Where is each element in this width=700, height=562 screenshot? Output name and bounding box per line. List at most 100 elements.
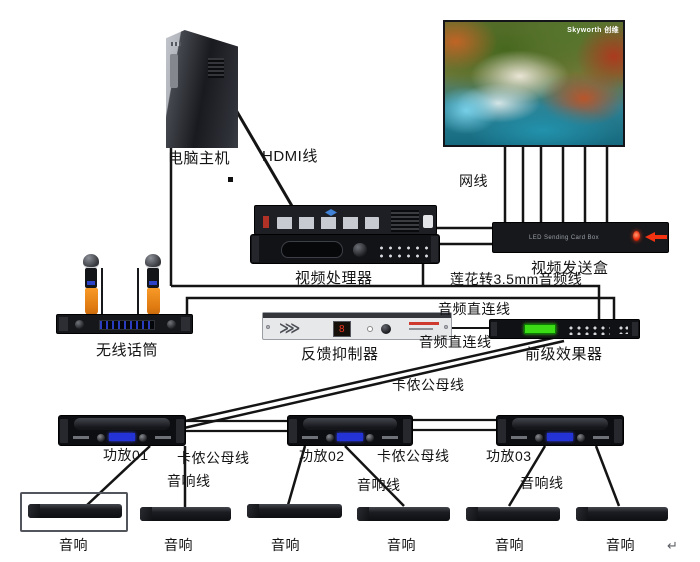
front-display <box>281 241 343 258</box>
vent-grille <box>208 58 224 78</box>
video-processor-rear <box>254 205 437 235</box>
button-pair <box>618 325 628 334</box>
rack-ear <box>403 419 411 443</box>
speaker-label: 音响 <box>606 537 635 553</box>
amp-grille <box>512 418 608 430</box>
network-cable-label: 网线 <box>459 173 488 189</box>
green-lcd <box>524 324 556 334</box>
rack-ear <box>252 236 259 262</box>
feedback-suppressor: ⋙ <box>262 312 452 340</box>
amp-tag <box>382 436 398 439</box>
speaker-label: 音响 <box>495 537 524 553</box>
antenna <box>101 268 103 315</box>
speaker-bar <box>247 504 342 518</box>
rack-ear <box>632 322 638 336</box>
feedback-suppressor-label: 反馈抑制器 <box>301 346 379 363</box>
power-buttons <box>171 42 181 46</box>
vga-ports <box>277 217 379 229</box>
antenna <box>137 268 139 315</box>
amplifier-01 <box>58 415 186 446</box>
red-print <box>409 322 439 325</box>
video-sender-box: LED Sending Card Box <box>492 222 669 253</box>
rack-ear <box>176 419 184 443</box>
rack-ear <box>614 419 622 443</box>
receiver-knob <box>167 320 176 329</box>
usb-connector <box>325 209 337 216</box>
speaker-label: 音响 <box>59 537 88 553</box>
amp-tag <box>73 436 89 439</box>
amp-knob <box>366 434 374 442</box>
amp-tag <box>302 436 318 439</box>
speaker-wire-label: 音响线 <box>357 477 401 493</box>
rack-ear <box>491 322 497 336</box>
screen-brand-logo: Skyworth 创维 <box>567 27 619 34</box>
amp-knob <box>577 434 585 442</box>
audio-direct-cable-label: 音频直连线 <box>438 301 511 317</box>
power-inlet <box>423 215 433 228</box>
mic-head <box>83 254 99 269</box>
drive-bay <box>170 54 178 88</box>
digit-display <box>333 321 351 337</box>
video-processor-front <box>250 234 440 264</box>
amp-display <box>109 433 135 441</box>
rack-ear <box>181 317 190 331</box>
amp-knob <box>97 434 105 442</box>
button-grid <box>375 242 433 259</box>
amp01-label: 功放01 <box>103 447 149 463</box>
speaker-bar <box>140 507 231 521</box>
screw <box>444 325 448 329</box>
front-knob <box>381 324 391 334</box>
network-wires <box>503 147 609 222</box>
jog-knob <box>353 243 367 257</box>
rear-vent <box>391 210 419 232</box>
amp-knob <box>535 434 543 442</box>
speaker-label: 音响 <box>271 537 300 553</box>
button-grid <box>566 324 610 335</box>
computer-label: 电脑主机 <box>168 150 231 167</box>
red-pointer-arrow <box>645 232 667 242</box>
wireless-microphone <box>82 254 100 316</box>
processor-sender-wires <box>437 226 492 246</box>
xlr-cable-label: 卡侬公母线 <box>177 450 250 466</box>
wave-logo: ⋙ <box>279 320 300 337</box>
speaker-bar <box>576 507 668 521</box>
audio-direct-cable-label: 音频直连线 <box>419 334 492 350</box>
mic-body <box>85 268 97 288</box>
speaker-bar <box>357 507 450 521</box>
effects-processor <box>489 319 640 339</box>
speaker-bar <box>28 504 122 518</box>
rca-35mm-cable-label: 莲花转3.5mm音频线 <box>450 271 583 287</box>
gray-print <box>409 328 433 330</box>
amp-grille <box>303 418 397 430</box>
led-display-screen: Skyworth 创维 <box>443 20 625 147</box>
amplifier-03 <box>496 415 624 446</box>
amp-knob <box>139 434 147 442</box>
amp-tag <box>593 436 609 439</box>
mic-body <box>147 268 159 288</box>
amp02-label: 功放02 <box>299 448 345 464</box>
speaker-label: 音响 <box>387 537 416 553</box>
amp-knob <box>326 434 334 442</box>
amp-grille <box>74 418 170 430</box>
rack-ear <box>60 419 68 443</box>
stray-dot <box>228 177 233 182</box>
front-button <box>367 326 373 332</box>
mic-grip <box>146 288 160 315</box>
speaker-bar <box>466 507 560 521</box>
amplifier-02 <box>287 415 413 446</box>
mic-grip <box>84 288 98 315</box>
wireless-mic-label: 无线话筒 <box>96 342 159 359</box>
amp-display <box>547 433 573 441</box>
rear-connector <box>263 216 269 228</box>
wireless-microphone <box>144 254 162 316</box>
sender-panel-text: LED Sending Card Box <box>529 235 600 241</box>
top-strip <box>263 313 451 318</box>
amp03-label: 功放03 <box>486 448 532 464</box>
screw <box>266 325 270 329</box>
speaker-wire-label: 音响线 <box>520 475 564 491</box>
speaker-label: 音响 <box>164 537 193 553</box>
amp-tag <box>155 436 171 439</box>
effects-processor-label: 前级效果器 <box>525 346 603 363</box>
rack-ear <box>59 317 68 331</box>
hdmi-cable-label: HDMI线 <box>262 148 318 165</box>
